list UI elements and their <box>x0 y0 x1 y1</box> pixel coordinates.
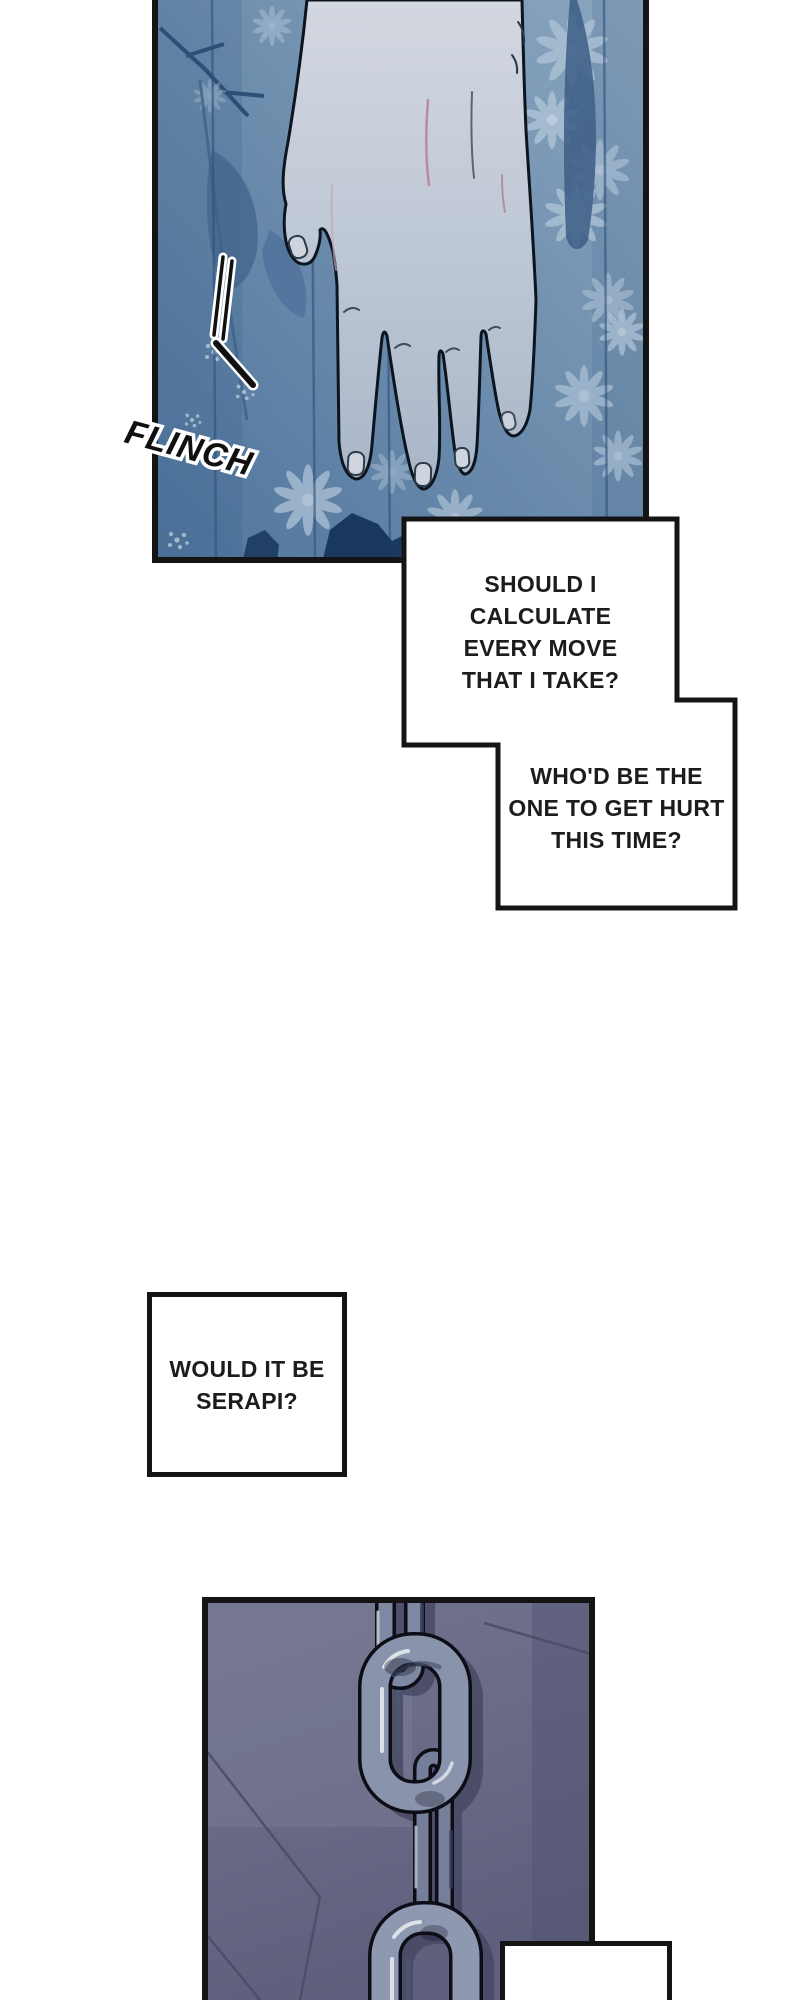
panel-border <box>202 1597 595 2000</box>
caption-line: WHO'D BE THE <box>530 763 703 789</box>
flinch-sfx-text: FLINCH <box>121 413 257 484</box>
fingernails <box>287 234 517 488</box>
caption-box-outline <box>401 516 738 911</box>
flinch-sfx: FLINCH <box>117 252 261 487</box>
hand-detail-lines <box>330 21 526 353</box>
chain-link-front-1 <box>358 1632 472 1814</box>
caption-box-union <box>401 516 738 911</box>
caption-line: WOULD IT BE <box>169 1355 325 1382</box>
wall-seam-lines <box>202 1621 595 2000</box>
caption-line: THAT I TAKE? <box>461 667 620 693</box>
caption-line: CALCULATE <box>469 603 612 629</box>
panel-flashback-hand <box>152 0 649 563</box>
panel-chain <box>202 1597 595 2000</box>
wall-dark-strip <box>532 1597 595 2000</box>
caption-box-2: WHO'D BE THE ONE TO GET HURT THIS TIME? <box>498 700 735 908</box>
caption-line: SERAPI? <box>196 1387 298 1414</box>
chain-link-front-2 <box>368 1901 483 2000</box>
caption-line: ONE TO GET HURT <box>508 795 725 821</box>
hand-illustration <box>281 0 538 491</box>
caption-line: SHOULD I <box>484 571 597 597</box>
caption-line: EVERY MOVE <box>463 635 618 661</box>
caption-line: THIS TIME? <box>551 827 682 853</box>
caption-box-3: WOULD IT BE SERAPI? <box>147 1292 347 1477</box>
caption-box-4 <box>500 1941 672 2000</box>
flinch-speed-lines <box>209 252 259 391</box>
caption-box-1: SHOULD I CALCULATE EVERY MOVE THAT I TAK… <box>404 519 677 745</box>
